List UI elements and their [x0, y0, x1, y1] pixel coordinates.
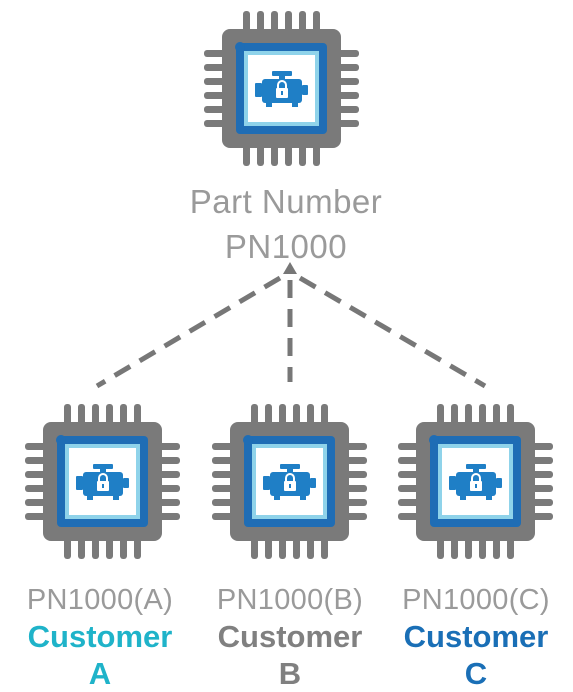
customer-label-a: Customer: [27, 619, 173, 654]
connector-c: [298, 275, 487, 389]
child-chip-a: [25, 404, 180, 559]
child-chip-c: [398, 404, 553, 559]
parent-chip: [204, 11, 359, 166]
customer-label-b: Customer: [217, 619, 363, 654]
child-part-number-b: PN1000(B): [216, 584, 364, 616]
child-chip-b: [212, 404, 367, 559]
parent-part-number: PN1000: [224, 228, 348, 265]
child-part-number-a: PN1000(A): [26, 584, 174, 616]
arrowhead: [283, 262, 297, 274]
customer-label-c: Customer: [403, 619, 549, 654]
customer-letter-a: A: [88, 656, 112, 691]
engine-lock-chip-icon: [212, 404, 367, 559]
customer-letter-c: C: [464, 656, 488, 691]
customer-letter-b: B: [278, 656, 302, 691]
engine-lock-chip-icon: [25, 404, 180, 559]
engine-lock-chip-icon: [204, 11, 359, 166]
child-part-number-c: PN1000(C): [402, 584, 550, 616]
connector-a: [95, 275, 282, 389]
engine-lock-chip-icon: [398, 404, 553, 559]
parent-title: Part Number: [189, 183, 383, 220]
